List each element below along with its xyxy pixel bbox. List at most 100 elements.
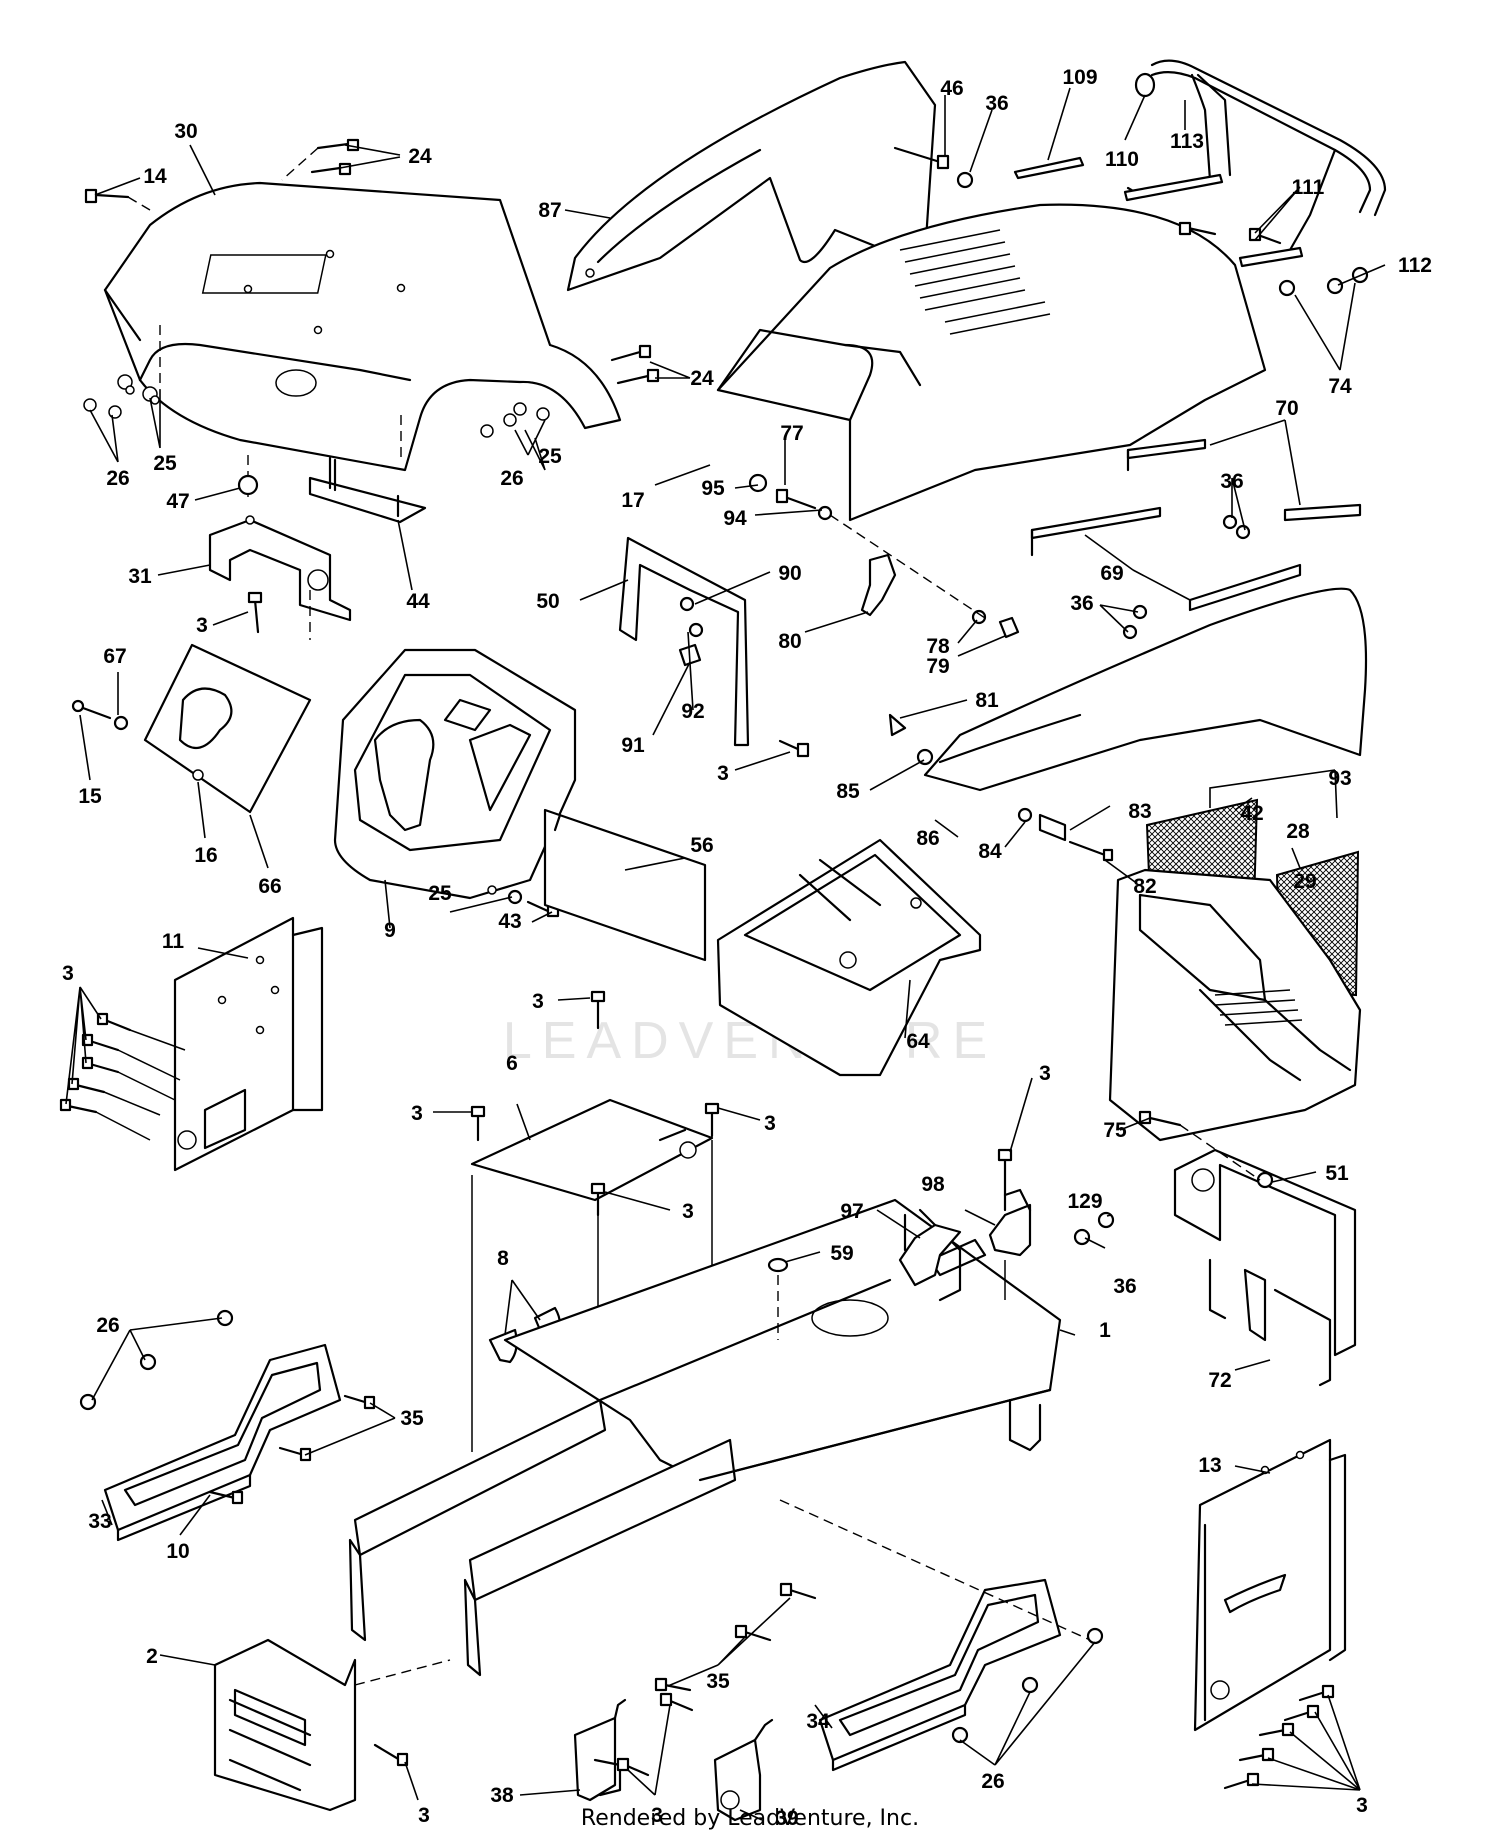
callout: 3 — [418, 1804, 430, 1827]
plate-56 — [543, 808, 707, 962]
callout: 93 — [1328, 767, 1351, 790]
bracket-70 — [1126, 438, 1362, 540]
callout: 26 — [106, 467, 129, 490]
callout: 59 — [830, 1242, 853, 1265]
plate-6 — [470, 1098, 714, 1202]
callout: 33 — [88, 1510, 111, 1533]
footrest-34 — [779, 1499, 1091, 1772]
callout: 3 — [1039, 1062, 1051, 1085]
callout: 84 — [978, 840, 1002, 863]
callout: 3 — [196, 614, 208, 637]
hood-17 — [716, 203, 1267, 522]
callout: 24 — [690, 367, 714, 390]
callout: 69 — [1100, 562, 1123, 585]
callout: 26 — [500, 467, 523, 490]
bracket-38 — [573, 1698, 627, 1802]
bolt-46-nut-36 — [893, 146, 974, 189]
callout: 98 — [921, 1173, 945, 1196]
lever-80 — [829, 514, 1020, 639]
callout: 3 — [651, 1804, 663, 1827]
callout: 3 — [717, 762, 729, 785]
nut-59 — [767, 1257, 789, 1340]
callout: 90 — [778, 562, 801, 585]
callout: 83 — [1128, 800, 1151, 823]
callout: 77 — [780, 422, 803, 445]
nuts-washers-left — [83, 374, 160, 419]
plate-11 — [173, 916, 324, 1172]
callout: 25 — [428, 882, 452, 905]
hood-vents — [899, 229, 1051, 335]
callout: 92 — [681, 700, 704, 723]
bolts-3-38-39 — [616, 1692, 694, 1777]
bracket-97 — [898, 1223, 962, 1287]
bolts-35-bottom — [654, 1582, 817, 1692]
callout: 15 — [78, 785, 102, 808]
callout: 94 — [723, 507, 747, 530]
callout: 39 — [775, 1807, 798, 1830]
callout: 28 — [1286, 820, 1310, 843]
bolts-24-right — [480, 344, 660, 438]
frame-1 — [348, 1198, 1062, 1677]
callout: 56 — [690, 834, 713, 857]
callout: 86 — [916, 827, 939, 850]
callout: 17 — [621, 489, 644, 512]
bolt-15-washer-67 — [71, 699, 129, 731]
callout: 38 — [490, 1784, 514, 1807]
callout: 81 — [975, 689, 999, 712]
callout: 35 — [400, 1407, 424, 1430]
callout: 9 — [384, 919, 396, 942]
callout: 51 — [1325, 1162, 1349, 1185]
console-9 — [333, 648, 577, 900]
callout: 75 — [1103, 1119, 1127, 1142]
callout: 79 — [926, 655, 949, 678]
callout: 2 — [146, 1645, 158, 1668]
callout: 36 — [1220, 470, 1243, 493]
callout: 3 — [62, 962, 74, 985]
bolt-3-plate2 — [373, 1743, 409, 1767]
plate-13 — [1193, 1438, 1347, 1732]
callout: 97 — [840, 1200, 863, 1223]
callout: 3 — [411, 1102, 423, 1125]
bolts-24-top — [281, 138, 360, 181]
callout: 111 — [1292, 176, 1325, 199]
housing-28 — [1108, 868, 1362, 1142]
callout: 35 — [706, 1670, 730, 1693]
callout: 36 — [985, 92, 1008, 115]
bracket-31 — [208, 474, 352, 640]
callout: 31 — [128, 565, 152, 588]
callout: 3 — [532, 990, 544, 1013]
bracket-72 — [1173, 1148, 1357, 1387]
callout: 112 — [1398, 254, 1432, 277]
bolt-14 — [84, 188, 151, 211]
fasteners-81-85-83-84-82 — [888, 713, 1114, 862]
callout: 36 — [1113, 1275, 1136, 1298]
callout: 10 — [166, 1540, 189, 1563]
callout: 16 — [194, 844, 217, 867]
callout: 64 — [906, 1030, 930, 1053]
callout: 30 — [174, 120, 197, 143]
handle-113 — [1123, 59, 1387, 268]
callout: 66 — [258, 875, 281, 898]
callout: 82 — [1133, 875, 1156, 898]
callout: 11 — [162, 930, 185, 953]
panel-87 — [566, 60, 937, 292]
fasteners-75-51-129-36 — [1073, 1110, 1274, 1246]
callout: 6 — [506, 1052, 518, 1075]
callout: 47 — [166, 490, 189, 513]
callout: 129 — [1067, 1190, 1102, 1213]
bracket-69 — [1030, 506, 1302, 640]
callout: 44 — [406, 590, 430, 613]
bolt-3-31 — [247, 591, 263, 634]
callout: 36 — [1070, 592, 1093, 615]
bracket-98 — [988, 1148, 1032, 1300]
callout: 14 — [143, 165, 167, 188]
bolts-111-nuts-112 — [1178, 221, 1369, 297]
callout: 42 — [1240, 802, 1263, 825]
callout: 29 — [1293, 870, 1316, 893]
bracket-64 — [716, 838, 982, 1077]
bracket-44 — [308, 456, 427, 524]
callout: 34 — [806, 1710, 830, 1733]
callout: 26 — [96, 1314, 119, 1337]
callout: 109 — [1062, 66, 1097, 89]
callout: 72 — [1208, 1369, 1231, 1392]
